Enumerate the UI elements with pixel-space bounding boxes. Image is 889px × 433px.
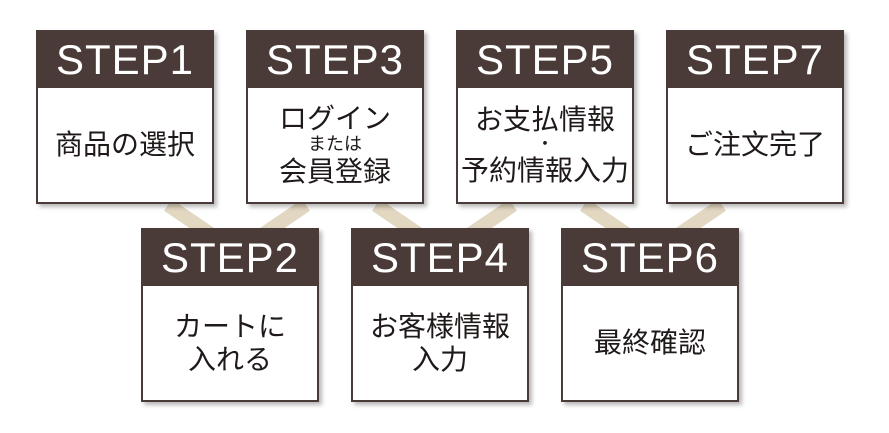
step-7-text: ご注文完了	[684, 128, 825, 162]
step-7-body: ご注文完了	[668, 88, 842, 202]
step-6-card: STEP6 最終確認	[561, 228, 739, 402]
step-3-card: STEP3 ログイン または 会員登録	[246, 30, 424, 204]
step-4-text-line2: 入力	[411, 343, 468, 376]
step-4-body: お客様情報 入力	[353, 286, 527, 400]
step-7-card: STEP7 ご注文完了	[666, 30, 844, 204]
step-4-card: STEP4 お客様情報 入力	[351, 228, 529, 402]
step-5-text-line2: ・	[536, 134, 554, 155]
step-5-card: STEP5 お支払情報 ・ 予約情報入力	[456, 30, 634, 204]
step-4-header: STEP4	[353, 230, 527, 286]
step-2-text-line1: カートに	[173, 309, 286, 343]
step-1-body: 商品の選択	[38, 88, 212, 202]
step-3-text-line3: 会員登録	[278, 155, 391, 189]
step-2-body: カートに 入れる	[143, 286, 317, 400]
step-3-body: ログイン または 会員登録	[248, 88, 422, 202]
step-5-text-line1: お支払情報	[474, 102, 615, 136]
step-6-text: 最終確認	[593, 326, 706, 360]
step-6-header: STEP6	[563, 230, 737, 286]
step-4-text-line1: お客様情報	[369, 309, 510, 343]
step-7-header: STEP7	[668, 32, 842, 88]
step-5-text-line3: 予約情報入力	[460, 154, 629, 187]
step-3-text-line2: または	[308, 133, 362, 155]
step-1-card: STEP1 商品の選択	[36, 30, 214, 204]
step-3-header: STEP3	[248, 32, 422, 88]
step-2-card: STEP2 カートに 入れる	[141, 228, 319, 402]
step-2-text-line2: 入れる	[187, 343, 272, 376]
step-1-text: 商品の選択	[54, 128, 195, 162]
step-2-header: STEP2	[143, 230, 317, 286]
step-6-body: 最終確認	[563, 286, 737, 400]
step-5-body: お支払情報 ・ 予約情報入力	[458, 88, 632, 202]
step-3-text-line1: ログイン	[278, 101, 391, 135]
step-5-header: STEP5	[458, 32, 632, 88]
step-1-header: STEP1	[38, 32, 212, 88]
